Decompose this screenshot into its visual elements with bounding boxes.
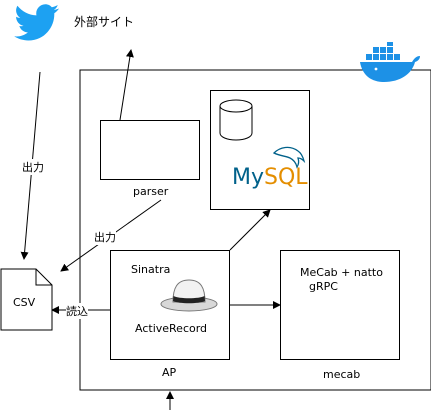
mysql-wordmark: MySQL xyxy=(232,166,308,190)
csv-label: CSV xyxy=(13,296,36,309)
twitter-bird-icon xyxy=(14,4,60,41)
parser-to-external-arrow xyxy=(119,49,134,121)
ap-label: AP xyxy=(162,366,177,379)
ap-orm-label: ActiveRecord xyxy=(135,322,208,335)
mecab-line1: MeCab + natto xyxy=(300,266,383,279)
mysql-wordmark-my: My xyxy=(232,165,265,190)
parser-label: parser xyxy=(133,185,169,198)
mecab-line2: gRPC xyxy=(309,280,338,293)
database-cylinder-icon xyxy=(219,99,253,141)
docker-whale-icon xyxy=(360,42,420,82)
mecab-box xyxy=(280,250,400,360)
ap-framework-label: Sinatra xyxy=(131,263,171,276)
read-edge-label: 読込 xyxy=(66,303,88,319)
mysql-wordmark-sql: SQL xyxy=(264,165,308,190)
docker-host-container xyxy=(79,69,431,391)
parser-box xyxy=(100,120,200,180)
mysql-box xyxy=(210,90,310,210)
csv-document-icon xyxy=(0,268,53,331)
output-edge-label-top: 出力 xyxy=(22,159,44,175)
mecab-label: mecab xyxy=(323,368,361,381)
ap-to-mysql-arrow xyxy=(229,209,271,251)
output-edge-label-mid: 出力 xyxy=(94,229,116,245)
mysql-dolphin-icon xyxy=(272,146,306,169)
external-site-label: 外部サイト xyxy=(74,15,135,29)
sinatra-hat-icon xyxy=(160,279,218,312)
